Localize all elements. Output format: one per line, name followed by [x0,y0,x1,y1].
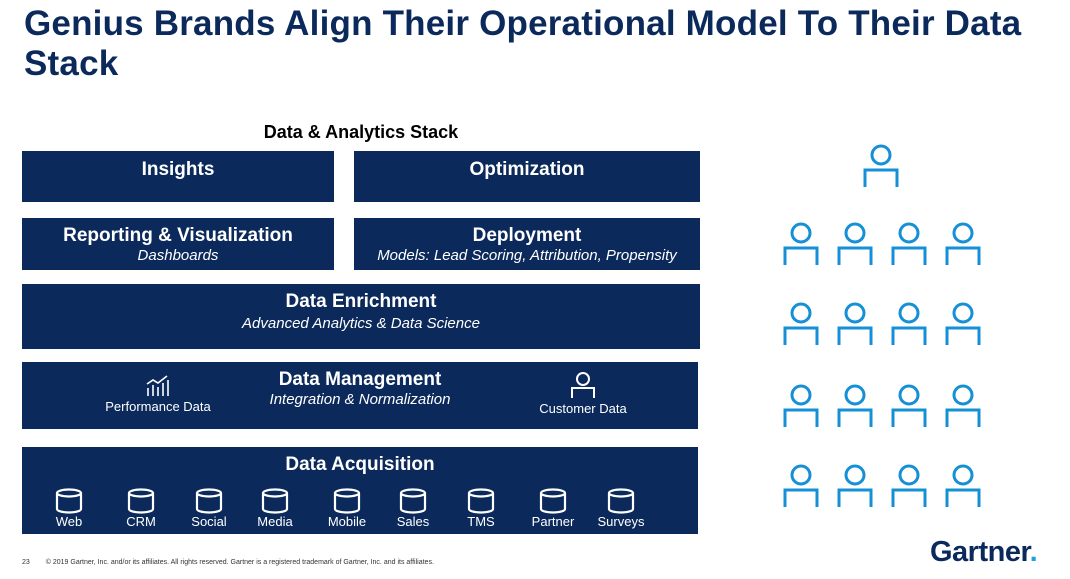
stack-title: Data & Analytics Stack [263,122,459,142]
layer-deployment-heading: Deployment [472,225,582,246]
layer-reporting-subheading: Dashboards [137,247,219,264]
source-media: Media [243,488,307,529]
team-member-icon [782,222,820,271]
performance-data-item: Performance Data [93,375,223,414]
database-icon [127,488,155,514]
layer-acquisition: Data Acquisition Web CRM Social Media Mobile… [22,447,698,534]
source-crm: CRM [109,488,173,529]
bar-chart-icon [146,375,169,396]
source-label: Surveys [597,514,645,529]
performance-data-label: Performance Data [105,399,211,414]
team-member-icon [836,464,874,513]
source-label: Mobile [327,514,367,529]
source-label: Social [191,514,227,529]
source-label: CRM [126,514,156,529]
layer-enrichment-heading: Data Enrichment [285,291,437,312]
layer-management: Data Management Integration & Normalizat… [22,362,698,429]
logo-text: Gartner [930,536,1030,568]
team-member-icon [836,302,874,351]
source-mobile: Mobile [315,488,379,529]
team-member-icon [782,302,820,351]
team-member-icon [782,464,820,513]
layer-management-heading: Data Management [278,369,442,390]
layer-enrichment-subheading: Advanced Analytics & Data Science [242,315,480,332]
database-icon [55,488,83,514]
database-icon [333,488,361,514]
database-icon [607,488,635,514]
page-number: 23 [22,559,30,566]
copyright: © 2019 Gartner, Inc. and/or its affiliat… [45,559,434,566]
team-member-icon [890,384,928,433]
footer: 23 © 2019 Gartner, Inc. and/or its affil… [22,559,448,566]
database-icon [539,488,567,514]
database-icon [467,488,495,514]
database-icon [261,488,289,514]
layer-reporting-heading: Reporting & Visualization [63,225,293,246]
team-member-icon [782,384,820,433]
source-label: Partner [531,514,575,529]
source-label: Web [55,514,83,529]
layer-insights-heading: Insights [141,159,215,180]
team-member-icon [944,464,982,513]
layer-enrichment: Data Enrichment Advanced Analytics & Dat… [22,284,700,349]
customer-data-label: Customer Data [539,401,627,416]
layer-deployment: Deployment Models: Lead Scoring, Attribu… [354,218,700,270]
layer-reporting: Reporting & Visualization Dashboards [22,218,334,270]
person-icon [571,372,595,398]
source-tms: TMS [449,488,513,529]
customer-data-item: Customer Data [523,371,643,416]
gartner-logo: Gartner. [930,536,1038,569]
team-member-icon [944,384,982,433]
source-surveys: Surveys [589,488,653,529]
database-icon [399,488,427,514]
source-label: Media [257,514,293,529]
page-title: Genius Brands Align Their Operational Mo… [24,4,1022,83]
layer-deployment-subheading: Models: Lead Scoring, Attribution, Prope… [377,247,677,264]
logo-dot: . [1029,536,1038,568]
source-social: Social [177,488,241,529]
source-label: TMS [467,514,495,529]
layer-optimization-heading: Optimization [469,159,585,180]
team-member-icon [944,302,982,351]
team-member-icon [836,222,874,271]
source-sales: Sales [381,488,445,529]
team-member-icon [890,464,928,513]
source-web: Web [37,488,101,529]
layer-management-subheading: Integration & Normalization [269,391,451,408]
layer-insights: Insights [22,151,334,202]
team-member-icon [890,302,928,351]
team-member-icon [836,384,874,433]
database-icon [195,488,223,514]
team-member-icon [862,144,900,193]
layer-acquisition-heading: Data Acquisition [285,454,435,475]
source-partner: Partner [521,488,585,529]
layer-optimization: Optimization [354,151,700,202]
team-member-icon [944,222,982,271]
source-label: Sales [396,514,430,529]
team-member-icon [890,222,928,271]
